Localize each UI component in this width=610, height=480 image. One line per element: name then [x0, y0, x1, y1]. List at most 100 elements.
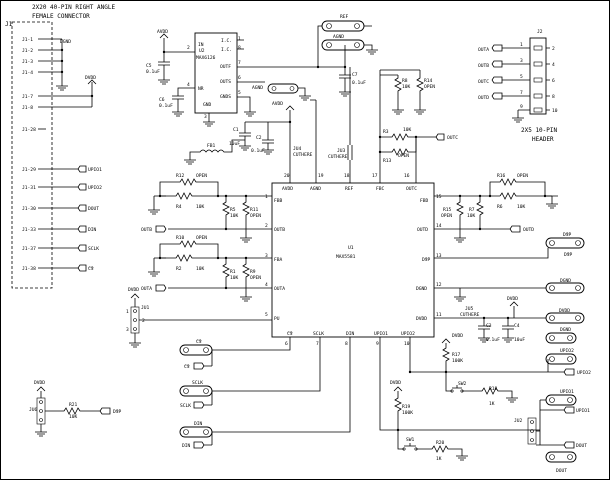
j1-pin-38: J1-38 — [22, 266, 36, 272]
ref-agnd-test-point — [321, 39, 365, 51]
u1-pin-sclk: SCLK — [313, 331, 324, 337]
left-outb: OUTB — [141, 227, 152, 233]
j1-dgnd-label: DGND — [60, 39, 71, 45]
u1-pin-num-15: 15 — [436, 194, 442, 200]
left-outa: OUTA — [141, 286, 152, 292]
u1-pin-num-10: 10 — [404, 341, 410, 347]
right-r16-val: OPEN — [517, 173, 528, 179]
right-upio1-label: UPIO1 — [576, 408, 590, 414]
j2-title-2: HEADER — [532, 136, 554, 143]
right-upio2-label: UPIO2 — [577, 370, 591, 376]
avdd-section: AVDD C1 10uF C2 0.1uF FB1 JU4 CUTHERE — [184, 99, 317, 172]
right-r6: R6 — [497, 204, 503, 210]
avdd-ju4: JU4 — [293, 146, 302, 152]
ref-r14: R14 — [424, 78, 433, 84]
j1-pin-29: J1-29 — [22, 167, 36, 173]
ref-agnd-jumper-label: AGND — [252, 85, 263, 91]
j1-pin-28: J1-28 — [22, 127, 36, 133]
u2-avdd-label: AVDD — [157, 29, 168, 35]
u1-pin-num-5: 5 — [265, 312, 268, 318]
u2-body — [194, 32, 238, 114]
u1-part: MAX5581 — [336, 254, 356, 260]
avdd-c1-val: 10uF — [229, 141, 240, 147]
u2-c5: C5 — [146, 63, 152, 69]
u1-pin-outa: OUTA — [274, 286, 285, 292]
j2-header: J2 OUTA OUTB OUTC OUTD 1 3 5 7 9 2 4 6 8… — [478, 29, 558, 143]
ref-r8: R8 — [402, 78, 408, 84]
bottom-sw1: SW1 — [406, 437, 415, 443]
j2-net-outc: OUTC — [478, 79, 489, 85]
avdd-c2-val: 0.1uF — [251, 148, 265, 154]
u2-pin-num-7: 7 — [238, 60, 241, 66]
j1-dout-label: DOUT — [88, 206, 99, 212]
u1-pin-num-20: 20 — [284, 173, 290, 179]
u2-pin-num-4: 4 — [187, 82, 190, 88]
right-network: R15 OPEN R7 10K R16 OPEN R6 10K OUTD DSP… — [408, 173, 591, 474]
right-r17-val: 100K — [452, 358, 463, 364]
j1-upio1-label: UPIO1 — [88, 167, 102, 173]
right-ju5-val: CUTHERE — [460, 312, 480, 318]
u2-pin-num-6: 6 — [238, 75, 241, 81]
j1-pin-33: J1-33 — [22, 227, 36, 233]
j2-pin-9: 9 — [520, 104, 523, 110]
bottom-r21-val: 10K — [69, 414, 78, 420]
j1-sclk-label: SCLK — [88, 246, 99, 252]
u1-pin-cs: CS — [287, 331, 293, 337]
u1-body — [271, 182, 435, 338]
right-outd: OUTD — [523, 227, 534, 233]
bottom-r20-val: 1K — [436, 456, 442, 462]
bottom-dvdd-r19: DVDD — [390, 380, 401, 386]
left-r2-val: 10K — [196, 266, 205, 272]
j1-pin-2: J1-2 — [22, 48, 33, 54]
u1-dac: U1 MAX5581 20 AVDD 19 AGND 18 REF 17 FBC… — [265, 172, 442, 347]
right-r17: R17 — [452, 352, 461, 358]
u1-pin-fba: FBA — [274, 257, 283, 263]
left-ju1-pin-2: 2 — [142, 318, 145, 324]
left-r4: R4 — [176, 204, 182, 210]
avdd-label: AVDD — [272, 101, 283, 107]
u1-ref: U1 — [348, 245, 354, 251]
right-r7-val: 10K — [467, 213, 476, 219]
j2-pin-1: 1 — [520, 42, 523, 48]
u1-pin-agnd: AGND — [310, 186, 321, 192]
ref-ju3-val: CUTHERE — [328, 154, 348, 160]
u1-pin-num-4: 4 — [265, 282, 268, 288]
right-dout-tp-label: DOUT — [556, 468, 567, 474]
u1-pin-num-12: 12 — [436, 282, 442, 288]
j2-pin-7: 7 — [520, 90, 523, 96]
bottom-r19: R19 — [402, 404, 411, 410]
right-dgnd-label: DGND — [560, 278, 571, 284]
j1-pin-1: J1-1 — [22, 37, 33, 43]
u2-pin-outf: OUTF — [220, 64, 231, 70]
bottom-dvdd: DVDD — [34, 380, 45, 386]
j1-din-label: DIN — [88, 227, 97, 233]
bottom-r20: R20 — [436, 440, 445, 446]
u1-pin-num-16: 16 — [404, 173, 410, 179]
bottom-din-label: DIN — [182, 443, 191, 449]
bottom-din-tp-label: DIN — [194, 421, 203, 427]
u2-pin-ic1: I.C. — [221, 38, 232, 44]
right-ju2: JU2 — [514, 418, 523, 424]
j1-dvdd-label: DVDD — [85, 75, 96, 81]
ref-ju3: JU3 — [337, 148, 346, 154]
right-upio2-tp-label: UPIO2 — [560, 348, 574, 354]
j1-outline — [11, 21, 53, 289]
left-r11-val: OPEN — [250, 213, 261, 219]
u2-pin-gnds: GNDS — [220, 94, 231, 100]
ref-r3: R3 — [383, 129, 389, 135]
u2-pin-in: IN — [198, 42, 204, 48]
ref-r13: R13 — [383, 158, 392, 164]
u2-pin-num-8: 8 — [238, 45, 241, 51]
left-r9-val: OPEN — [250, 275, 261, 281]
bottom-r19-val: 100K — [402, 410, 413, 416]
bottom-section: CS CS SCLK SCLK DIN DIN DVDD JU6 R — [29, 337, 540, 462]
left-r4-val: 10K — [196, 204, 205, 210]
u1-pin-outd: OUTD — [417, 227, 428, 233]
bottom-sclk-tp-label: SCLK — [192, 380, 203, 386]
j1-cs-label: CS — [88, 266, 94, 272]
left-ju1: JU1 — [141, 305, 150, 311]
left-r2: R2 — [176, 266, 182, 272]
bottom-cs-tp-label: CS — [196, 339, 202, 345]
left-r9: R9 — [250, 269, 256, 275]
avdd-ju4-val: CUTHERE — [293, 152, 313, 158]
